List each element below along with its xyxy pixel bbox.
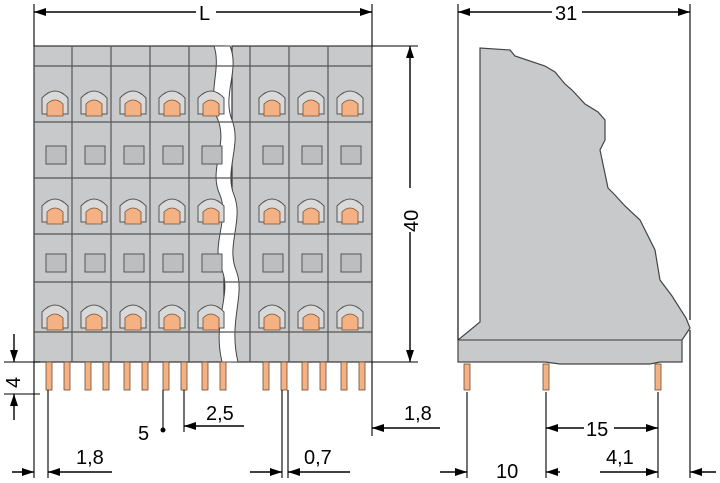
square-window [123,253,145,273]
dimension-edge-left: 1,8 [12,362,112,478]
dimension-height: 40 [372,45,423,363]
clamp-opening [80,198,108,225]
width-label: L [199,3,210,25]
clamp-opening [258,304,286,331]
square-windows [45,145,362,273]
square-window [84,253,106,273]
square-window [84,145,106,165]
clamp-opening [41,198,69,225]
clamp-opening [258,90,286,117]
edge-offset-right-label: 1,8 [404,403,432,425]
clamp-opening [80,304,108,331]
rear-offset-label: 4,1 [606,447,634,469]
clamp-opening [297,198,325,225]
pin-thickness-label: 0,7 [304,447,332,469]
front-offset-label: 10 [496,461,518,483]
solder-pin [319,361,327,391]
square-window [301,145,323,165]
front-view: L 40 4 5 [3,0,440,478]
solder-pin [102,361,110,391]
side-housing [457,47,691,365]
dimension-front-offset: 10 [440,392,560,483]
square-window [45,253,67,273]
pitch-label: 5 [138,423,149,445]
clamp-opening [258,198,286,225]
tier-bands [34,65,372,333]
square-window [201,145,223,165]
clamp-opening [158,90,186,117]
solder-pin [84,361,92,391]
clamp-opening [297,90,325,117]
square-window [301,253,323,273]
clamp-opening [119,90,147,117]
clamp-opening [336,304,364,331]
solder-pin [262,361,270,391]
solder-pins [45,361,366,391]
solder-pin [123,361,131,391]
clamp-opening [297,304,325,331]
dimension-pitch: 5 [138,390,166,445]
solder-pin [280,361,288,391]
pin-spacing-label: 15 [586,419,608,441]
square-window [340,253,362,273]
solder-pin [219,361,227,391]
solder-pin [180,361,188,391]
clamp-opening [41,304,69,331]
solder-pin [358,361,366,391]
cell-dividers [71,46,329,362]
dimension-pin-thickness: 0,7 [250,390,350,478]
square-window [262,145,284,165]
pin-length-label: 4 [3,377,25,388]
depth-label: 31 [555,3,577,25]
height-label: 40 [401,210,423,232]
solder-pin [301,361,309,391]
half-pitch-label: 2,5 [206,403,234,425]
clamp-opening [197,198,225,225]
edge-offset-left-label: 1,8 [76,447,104,469]
square-window [162,253,184,273]
clamp-opening [80,90,108,117]
solder-pin [201,361,209,391]
clamp-opening [158,304,186,331]
square-window [123,145,145,165]
square-window [201,253,223,273]
square-window [45,145,67,165]
clamp-opening [197,304,225,331]
dimension-L: L [33,0,373,46]
clamp-opening [197,90,225,117]
square-window [262,253,284,273]
clamp-opening [119,198,147,225]
dimension-depth: 31 [457,0,691,340]
solder-pin [63,361,71,391]
dimension-half-pitch: 2,5 [183,390,244,432]
clamp-opening [41,90,69,117]
clamp-opening [336,90,364,117]
solder-pin [141,361,149,391]
clamp-opening [336,198,364,225]
dimension-rear-offset: 4,1 [600,330,716,478]
side-pins [463,363,662,391]
dimension-edge-right: 1,8 [371,362,440,436]
solder-pin [45,361,53,391]
dimension-pin-spacing: 15 [545,392,659,478]
solder-pin [162,361,170,391]
clamp-opening [158,198,186,225]
square-window [162,145,184,165]
square-window [340,145,362,165]
clamp-opening [119,304,147,331]
side-view: 31 15 4,1 10 [440,0,716,483]
solder-pin [340,361,348,391]
clamp-openings [41,90,364,331]
